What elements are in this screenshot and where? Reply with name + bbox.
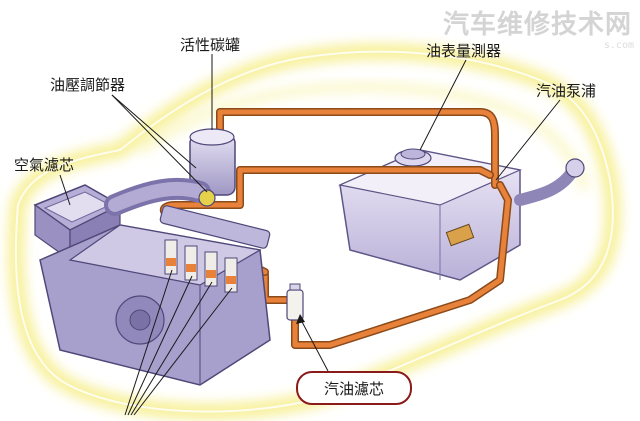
- fuel-tank: [338, 148, 522, 281]
- watermark-logo: 汽车维修技术网: [442, 10, 632, 40]
- fuel-filter: [286, 283, 304, 321]
- callout-fuel-filter: 汽油濾芯: [296, 371, 412, 405]
- label-canister: 活性碳罐: [180, 36, 241, 54]
- watermark-url: s.com: [603, 40, 634, 51]
- filler-neck: [514, 158, 585, 206]
- charcoal-canister: [189, 128, 236, 196]
- air-filter-assembly: [33, 177, 211, 262]
- leader-lines: [59, 54, 561, 416]
- label-pressure-regulator: 油壓調節器: [50, 76, 126, 94]
- fuel-injectors: [164, 239, 238, 293]
- leader-arrowheads: [296, 314, 305, 324]
- label-air-filter: 空氣濾芯: [14, 156, 75, 174]
- label-fuel-filter: 汽油濾芯: [323, 379, 384, 398]
- pressure-regulator: [198, 189, 216, 207]
- label-gauge-sender: 油表量測器: [426, 42, 502, 60]
- label-fuel-pump: 汽油泵浦: [536, 82, 597, 100]
